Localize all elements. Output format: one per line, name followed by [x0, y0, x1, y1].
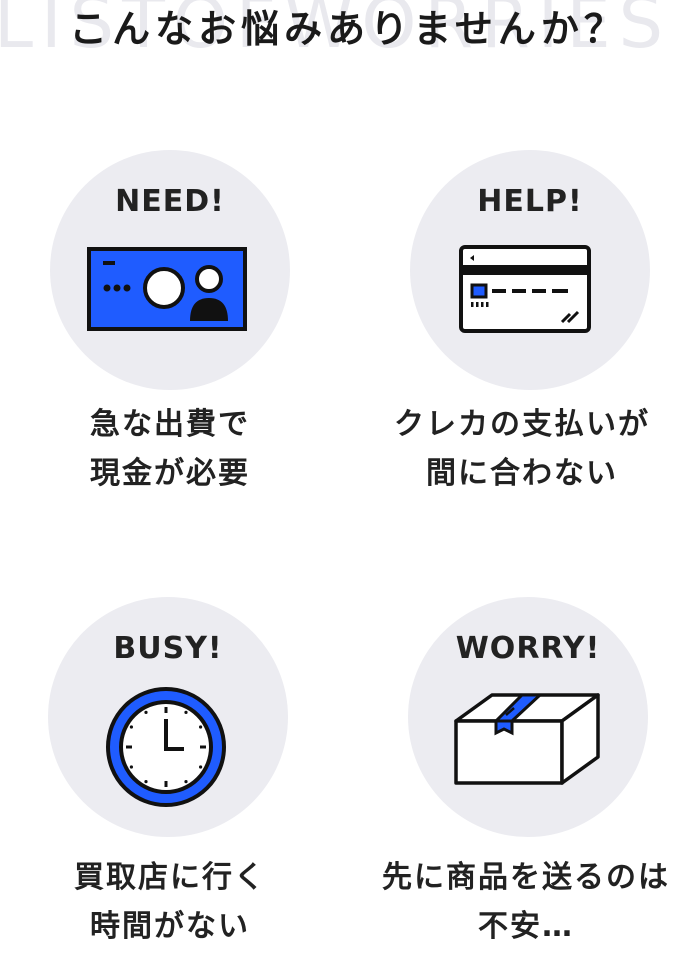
- credit-card-icon: [459, 245, 591, 333]
- caption-line-1: 急な出費で: [90, 407, 250, 442]
- worry-item-worry: WORRY! 先に商品を送るのは 不安…: [356, 597, 696, 967]
- icon-circle: WORRY!: [408, 597, 648, 837]
- badge-label: NEED!: [115, 184, 225, 219]
- caption-line-2: 不安…: [478, 909, 574, 944]
- worry-caption: 先に商品を送るのは 不安…: [356, 853, 696, 951]
- icon-circle: HELP!: [410, 150, 650, 390]
- badge-label: WORRY!: [455, 631, 601, 666]
- worry-item-busy: BUSY! 買取店に行く 時間がない: [0, 597, 340, 967]
- icon-circle: NEED!: [50, 150, 290, 390]
- worry-caption: 買取店に行く 時間がない: [0, 853, 340, 951]
- badge-label: BUSY!: [113, 631, 223, 666]
- badge-label: HELP!: [477, 184, 583, 219]
- package-box-icon: [454, 693, 600, 785]
- caption-line-2: 現金が必要: [90, 456, 250, 491]
- caption-line-2: 間に合わない: [426, 456, 618, 491]
- worry-item-help: HELP! クレカの支払いが 間に合わない: [352, 150, 692, 510]
- caption-line-1: クレカの支払いが: [394, 407, 650, 442]
- page-title: こんなお悩みありませんか？: [69, 7, 627, 51]
- id-card-icon: [87, 247, 247, 331]
- worry-item-need: NEED! 急な出費で 現金が必要: [0, 150, 340, 510]
- icon-circle: BUSY!: [48, 597, 288, 837]
- worry-caption: クレカの支払いが 間に合わない: [352, 400, 692, 498]
- clock-icon: [106, 687, 226, 807]
- caption-line-1: 買取店に行く: [74, 860, 266, 895]
- caption-line-1: 先に商品を送るのは: [382, 860, 670, 895]
- worry-caption: 急な出費で 現金が必要: [0, 400, 340, 498]
- caption-line-2: 時間がない: [90, 909, 250, 944]
- background-watermark-text: LISTOFWORRIES: [0, 0, 672, 64]
